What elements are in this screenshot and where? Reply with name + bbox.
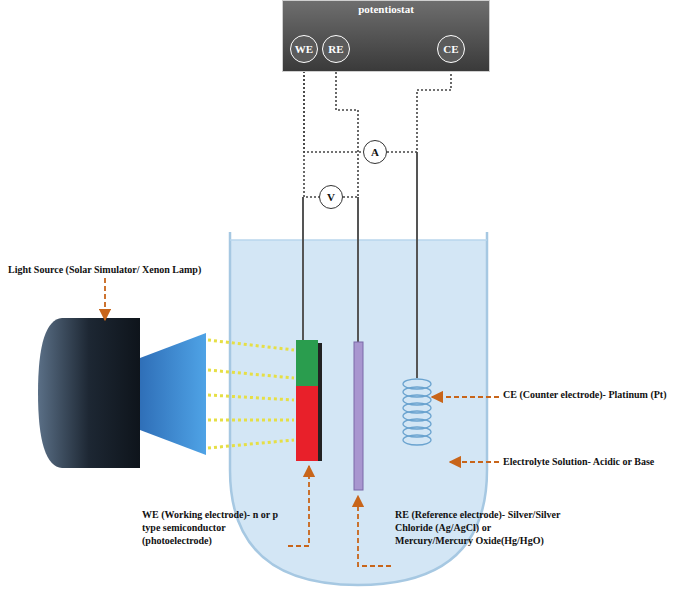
terminal-label: RE (328, 43, 343, 56)
terminal-circle: RE (322, 35, 350, 63)
wire-connector (304, 63, 319, 197)
terminal-circle: WE (290, 35, 318, 63)
terminal-circle: CE (437, 35, 465, 63)
wire (357, 197, 359, 342)
counter-electrode-coil (403, 379, 431, 445)
ammeter-symbol: A (363, 140, 387, 164)
potentiostat-box: potentiostatWE RE CE (282, 0, 490, 72)
terminal-label: WE (295, 43, 313, 56)
component-label: RE (Reference electrode)- Silver/Silver … (395, 508, 565, 547)
working-electrode (296, 386, 318, 461)
terminal-label: CE (443, 43, 458, 56)
wire-connector (387, 63, 451, 152)
lamp-lens (140, 333, 206, 455)
lamp-housing (38, 318, 140, 468)
wire-connector (336, 63, 358, 197)
component-label: Electrolyte Solution- Acidic or Base (503, 455, 675, 468)
terminal-label: A (371, 146, 379, 159)
light-rays (208, 340, 294, 448)
instrument-name: potentiostat (283, 3, 489, 16)
wire (416, 152, 418, 378)
wire-connector (304, 63, 363, 152)
voltmeter-symbol: V (319, 185, 343, 209)
component-label: CE (Counter electrode)- Platinum (Pt) (503, 388, 681, 401)
wire (302, 197, 304, 340)
working-electrode (296, 340, 318, 386)
component-label: Light Source (Solar Simulator/ Xenon Lam… (8, 263, 268, 276)
reference-electrode (354, 342, 363, 490)
component-label: WE (Working electrode)- n or p type semi… (142, 508, 288, 547)
terminal-label: V (327, 191, 335, 204)
electrode-edge (318, 343, 322, 461)
